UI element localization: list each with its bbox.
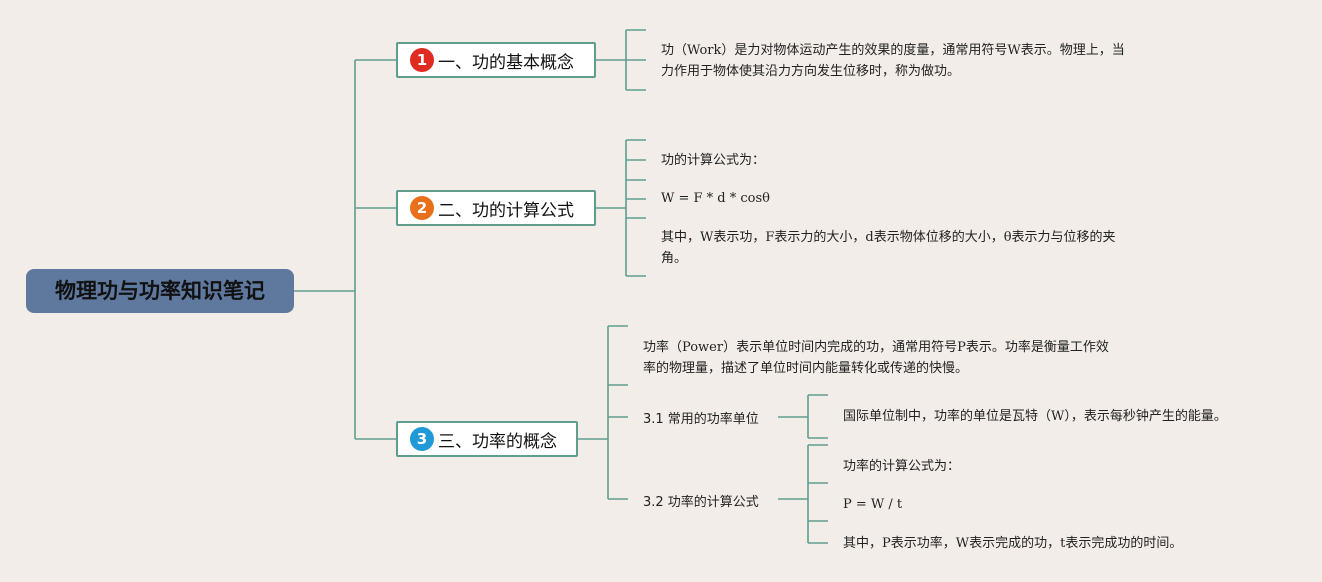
- topic-1-label: 一、功的基本概念: [438, 52, 574, 73]
- subtopic-3-2-note-1[interactable]: 功率的计算公式为：: [843, 459, 961, 474]
- topic-3-label: 三、功率的概念: [438, 431, 557, 452]
- subtopic-3-1-note[interactable]: 国际单位制中，功率的单位是瓦特（W），表示每秒钟产生的能量。: [843, 409, 1227, 424]
- number-badge-3: 3: [410, 427, 434, 451]
- note-line: 其中，W表示功，F表示力的大小，d表示物体位移的大小，θ表示力与位移的夹: [661, 230, 1116, 245]
- subtopic-3-1[interactable]: 3.1 常用的功率单位: [643, 412, 759, 427]
- topic-2-label: 二、功的计算公式: [438, 200, 574, 221]
- topic-2[interactable]: 2 二、功的计算公式: [396, 190, 596, 226]
- root-topic[interactable]: 物理功与功率知识笔记: [26, 269, 294, 313]
- note-line: 力作用于物体使其沿力方向发生位移时，称为做功。: [661, 64, 961, 79]
- topic-2-note-2[interactable]: W = F * d * cosθ: [661, 191, 770, 206]
- subtopic-3-2[interactable]: 3.2 功率的计算公式: [643, 495, 759, 510]
- number-badge-1: 1: [410, 48, 434, 72]
- note-line: 功（Work）是力对物体运动产生的效果的度量，通常用符号W表示。物理上，当: [661, 43, 1125, 58]
- topic-1[interactable]: 1 一、功的基本概念: [396, 42, 596, 78]
- note-line: 功率（Power）表示单位时间内完成的功，通常用符号P表示。功率是衡量工作效: [643, 340, 1109, 355]
- subtopic-3-2-note-3[interactable]: 其中，P表示功率，W表示完成的功，t表示完成功的时间。: [843, 536, 1183, 551]
- topic-2-note-3[interactable]: 其中，W表示功，F表示力的大小，d表示物体位移的大小，θ表示力与位移的夹 角。: [661, 227, 1116, 269]
- topic-1-note[interactable]: 功（Work）是力对物体运动产生的效果的度量，通常用符号W表示。物理上，当 力作…: [661, 40, 1125, 82]
- note-line: 角。: [661, 251, 688, 266]
- note-line: 率的物理量，描述了单位时间内能量转化或传递的快慢。: [643, 361, 969, 376]
- topic-3-note[interactable]: 功率（Power）表示单位时间内完成的功，通常用符号P表示。功率是衡量工作效 率…: [643, 337, 1109, 379]
- subtopic-3-2-note-2[interactable]: P = W / t: [843, 497, 903, 512]
- topic-2-note-1[interactable]: 功的计算公式为：: [661, 153, 766, 168]
- topic-3[interactable]: 3 三、功率的概念: [396, 421, 578, 457]
- number-badge-2: 2: [410, 196, 434, 220]
